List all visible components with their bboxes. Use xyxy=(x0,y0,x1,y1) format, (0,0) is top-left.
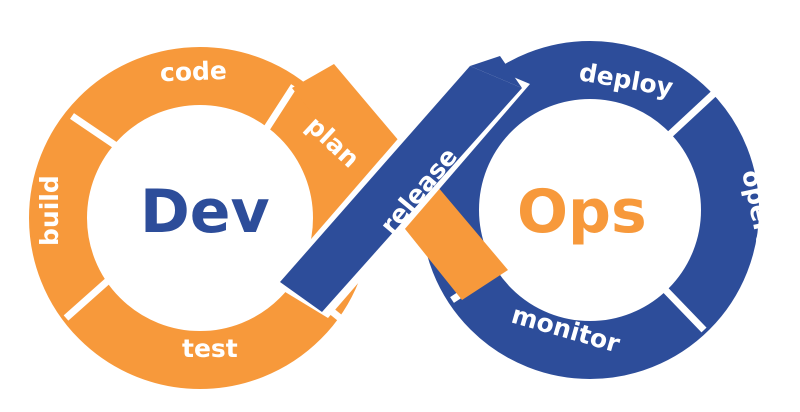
dev-title: Dev xyxy=(140,177,270,247)
stage-label-build: build xyxy=(35,175,64,246)
release-arrow-notch xyxy=(470,56,522,88)
stage-label-test: test xyxy=(182,334,238,363)
stage-label-code: code xyxy=(159,56,227,87)
dev-separator-plan-code xyxy=(251,84,297,150)
dev-separator-build-test xyxy=(63,267,123,321)
release-band xyxy=(280,66,522,312)
ops-separator-deploy-operate xyxy=(663,83,725,141)
dev-separator-code-build xyxy=(70,113,136,161)
ops-title: Ops xyxy=(517,177,647,247)
ops-separator-operate-monitor xyxy=(649,273,707,333)
